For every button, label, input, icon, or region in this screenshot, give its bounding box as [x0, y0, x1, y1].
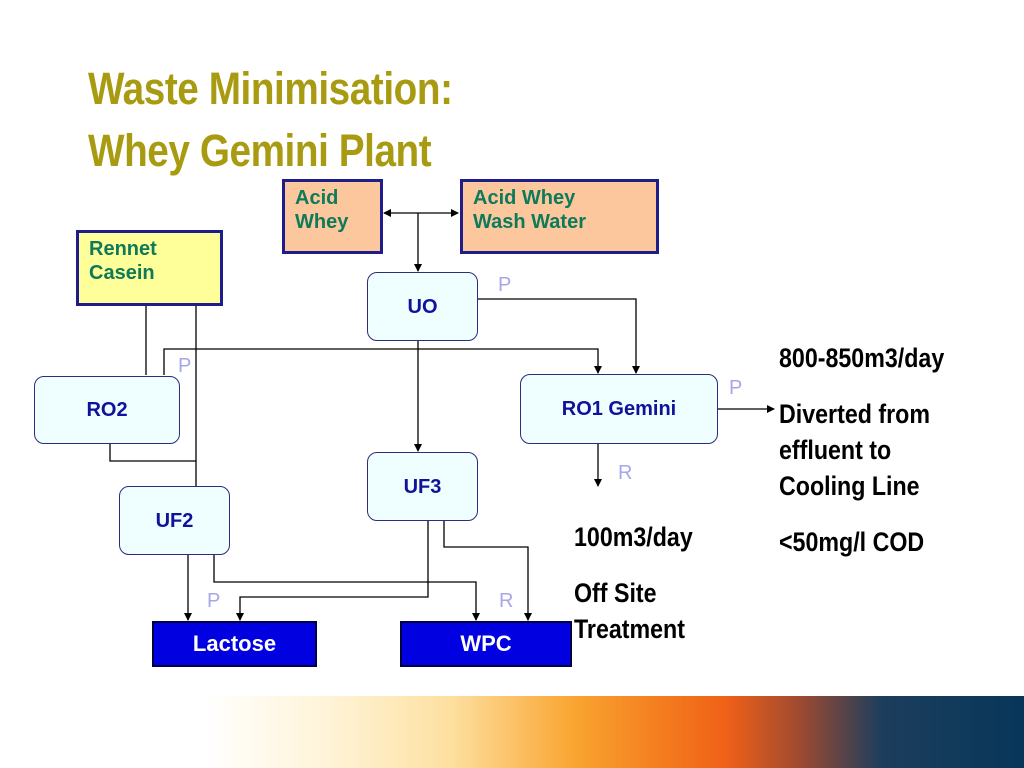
label-uf2-permeate: P — [207, 590, 221, 612]
connector-uo-permeate-to-ro1 — [478, 298, 640, 374]
note-permeate-line-1: Diverted from — [779, 399, 930, 429]
node-lactose: Lactose — [152, 621, 317, 667]
connector-uf3-permeate-to-lactose — [236, 520, 429, 621]
node-ro1-gemini: RO1 Gemini — [520, 374, 718, 444]
label-ro2-permeate: P — [178, 355, 192, 377]
note-permeate-flow: 800-850m3/day — [779, 343, 945, 373]
connector-uf3-retentate-to-wpc — [443, 520, 532, 621]
node-uf2: UF2 — [119, 486, 230, 555]
node-acid-whey-line-2: Whey — [295, 211, 349, 233]
node-acid-whey-line-1: Acid — [295, 187, 339, 209]
note-retentate-destination: 100m3/day Off Site Treatment — [574, 519, 693, 647]
label-ro1-permeate: P — [729, 377, 743, 399]
node-wash-water-line-1: Acid Whey — [473, 187, 576, 209]
note-permeate-destination: 800-850m3/day Diverted from effluent to … — [779, 340, 944, 560]
node-wash-water-line-2: Wash Water — [473, 211, 586, 233]
node-wpc: WPC — [400, 621, 572, 667]
note-retentate-line-2: Treatment — [574, 614, 685, 644]
node-rennet-casein-line-2: Casein — [89, 262, 155, 284]
connector-ro2-permeate-to-ro1 — [163, 348, 602, 375]
node-rennet-casein-line-1: Rennet — [89, 238, 157, 260]
label-uo-permeate: P — [498, 274, 512, 296]
node-uf3: UF3 — [367, 452, 478, 521]
note-permeate-cod: <50mg/l COD — [779, 527, 925, 557]
connector-ro2-retentate — [109, 443, 196, 462]
node-uo: UO — [367, 272, 478, 341]
node-rennet-casein: Rennet Casein — [76, 230, 223, 306]
node-acid-whey: Acid Whey — [282, 179, 383, 254]
title-line-1: Waste Minimisation: — [88, 63, 453, 114]
note-permeate-line-2: effluent to — [779, 435, 892, 465]
footer-gradient-band — [0, 696, 1024, 768]
note-retentate-line-1: Off Site — [574, 578, 657, 608]
node-acid-whey-wash-water: Acid Whey Wash Water — [460, 179, 659, 254]
title-line-2: Whey Gemini Plant — [88, 125, 432, 176]
label-ro1-retentate: R — [618, 462, 633, 484]
label-uf3-retentate: R — [499, 590, 514, 612]
note-retentate-flow: 100m3/day — [574, 522, 693, 552]
slide-title: Waste Minimisation: Whey Gemini Plant — [88, 58, 453, 182]
note-permeate-line-3: Cooling Line — [779, 471, 920, 501]
connector-uf2-retentate-to-wpc — [213, 555, 480, 621]
node-ro2: RO2 — [34, 376, 180, 444]
